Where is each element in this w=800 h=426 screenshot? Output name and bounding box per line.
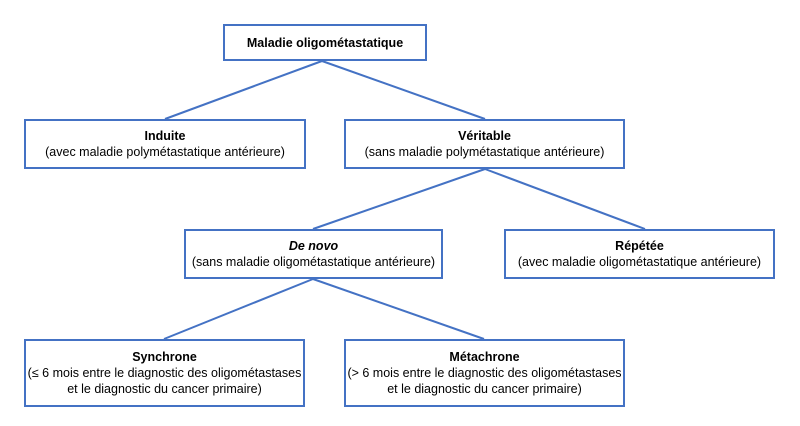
link-veritable-de-novo <box>312 168 486 230</box>
node-de-novo: De novo (sans maladie oligométastatique … <box>184 229 443 279</box>
node-maladie-oligometastatique: Maladie oligométastatique <box>223 24 427 61</box>
node-induite: Induite (avec maladie polymétastatique a… <box>24 119 306 169</box>
node-title: Répétée <box>615 239 664 253</box>
node-subtitle-line-2: et le diagnostic du cancer primaire) <box>67 382 262 396</box>
node-subtitle: (avec maladie oligométastatique antérieu… <box>517 255 762 269</box>
node-title: Véritable <box>458 129 511 143</box>
node-subtitle: (sans maladie oligométastatique antérieu… <box>191 255 436 269</box>
link-veritable-repetee <box>484 168 646 230</box>
node-subtitle-line-2: et le diagnostic du cancer primaire) <box>387 382 582 396</box>
node-synchrone: Synchrone (≤ 6 mois entre le diagnostic … <box>24 339 305 407</box>
node-veritable: Véritable (sans maladie polymétastatique… <box>344 119 625 169</box>
node-subtitle-line-1: (> 6 mois entre le diagnostic des oligom… <box>347 366 622 380</box>
node-metachrone: Métachrone (> 6 mois entre le diagnostic… <box>344 339 625 407</box>
node-subtitle: (avec maladie polymétastatique antérieur… <box>45 145 285 159</box>
node-title: Synchrone <box>132 350 197 364</box>
node-subtitle: (sans maladie polymétastatique antérieur… <box>364 145 605 159</box>
node-title: Métachrone <box>449 350 520 364</box>
node-title: De novo <box>288 239 339 253</box>
node-title: Induite <box>144 129 186 143</box>
node-subtitle-line-1: (≤ 6 mois entre le diagnostic des oligom… <box>27 366 302 380</box>
link-de-novo-metachrone <box>312 278 485 340</box>
link-de-novo-synchrone <box>163 278 314 340</box>
node-title: Maladie oligométastatique <box>246 35 404 50</box>
node-repetee: Répétée (avec maladie oligométastatique … <box>504 229 775 279</box>
link-root-induite <box>164 60 323 120</box>
link-root-veritable <box>321 60 486 120</box>
